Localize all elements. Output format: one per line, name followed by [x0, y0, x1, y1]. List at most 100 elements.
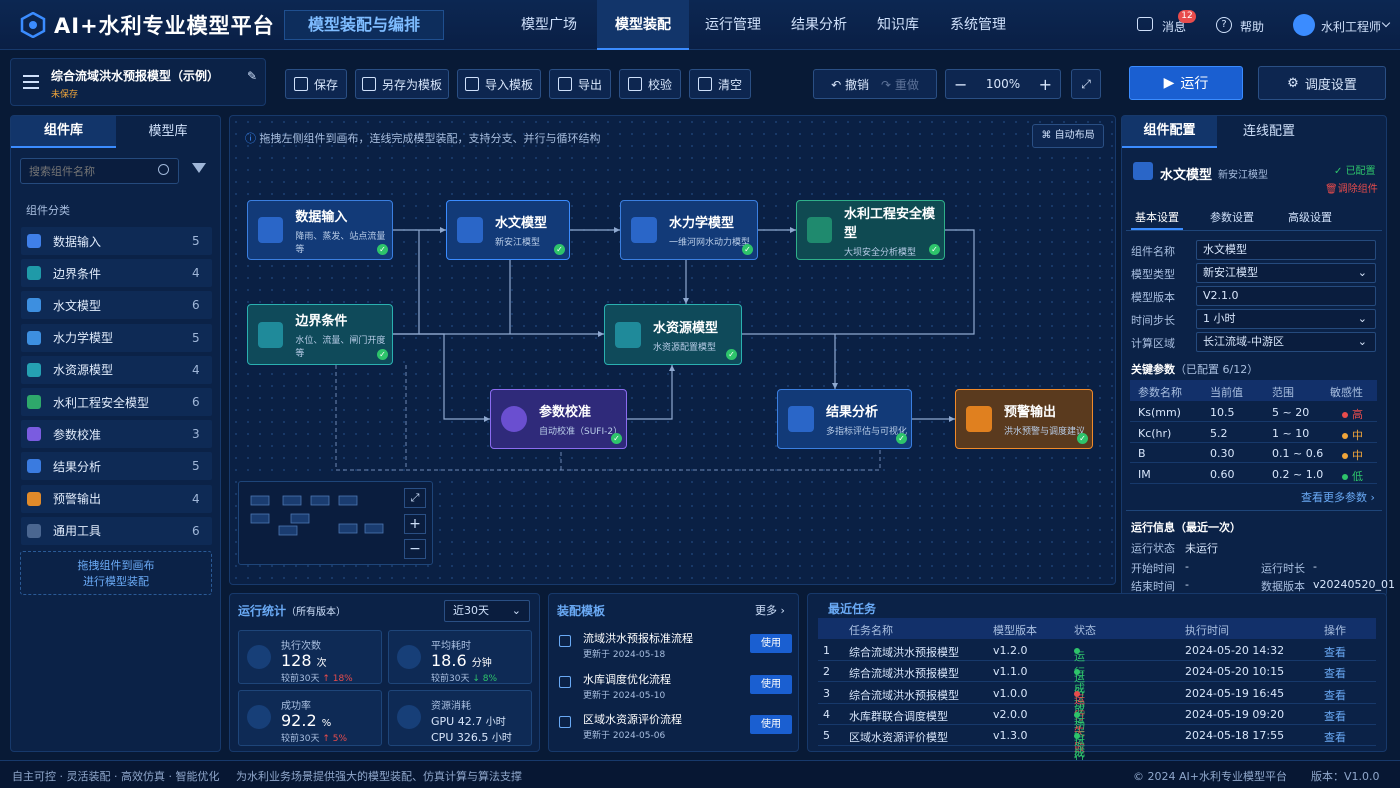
export-button[interactable]: 导出: [549, 69, 611, 99]
dispatch-settings-button[interactable]: ⚙调度设置: [1258, 66, 1386, 100]
import-template-button[interactable]: 导入模板: [457, 69, 541, 99]
minimap-zoom-out-button[interactable]: −: [404, 539, 426, 559]
chevron-down-icon: ⌄: [1357, 266, 1367, 279]
subtab-basic[interactable]: 基本设置: [1131, 208, 1183, 230]
tab-link-config[interactable]: 连线配置: [1242, 124, 1295, 139]
edit-icon[interactable]: ✎: [247, 69, 258, 83]
node-result-analysis[interactable]: 结果分析多指标评估与可视化 ✓: [777, 389, 912, 449]
category-item[interactable]: 通用工具 6: [21, 516, 212, 545]
nav-model-assembly[interactable]: 模型装配: [597, 0, 689, 50]
help-icon[interactable]: ?: [1216, 17, 1232, 33]
zoom-in-button[interactable]: +: [1038, 74, 1052, 94]
node-data-input[interactable]: 数据输入降雨、蒸发、站点流量等 ✓: [247, 200, 393, 260]
minimap[interactable]: ⤢ + −: [238, 481, 433, 565]
filter-icon[interactable]: [192, 163, 206, 173]
tab-component-config[interactable]: 组件配置: [1122, 116, 1217, 148]
category-item[interactable]: 数据输入 5: [21, 227, 212, 255]
category-icon: [27, 362, 41, 377]
node-warning-output[interactable]: 预警输出洪水预警与调度建议 ✓: [955, 389, 1093, 449]
footer-version: 版本：V1.0.0: [1311, 770, 1380, 783]
minimap-fit-button[interactable]: ⤢: [404, 488, 426, 508]
tab-component-library[interactable]: 组件库: [11, 116, 116, 148]
field-input[interactable]: 水文模型: [1196, 240, 1376, 260]
redo-button[interactable]: ↷ 重做: [881, 77, 919, 92]
trash-icon: 🗑: [1325, 184, 1338, 195]
node-hydraulic-model[interactable]: 水力学模型一维河网水动力模型 ✓: [620, 200, 758, 260]
fit-screen-button[interactable]: ⤢: [1071, 69, 1101, 99]
more-params-link[interactable]: 查看更多参数 ›: [1301, 491, 1375, 504]
node-calibration[interactable]: 参数校准自动校准（SUFI-2） ✓: [490, 389, 627, 449]
view-link[interactable]: 查看: [1324, 731, 1346, 745]
view-link[interactable]: 查看: [1324, 667, 1346, 681]
nav-model-plaza[interactable]: 模型广场: [521, 17, 577, 33]
view-link[interactable]: 查看: [1324, 709, 1346, 723]
use-template-button[interactable]: 使用: [750, 674, 792, 694]
save-template-button[interactable]: 另存为模板: [355, 69, 449, 99]
avatar[interactable]: [1293, 14, 1315, 36]
view-link[interactable]: 查看: [1324, 688, 1346, 702]
category-item[interactable]: 水力学模型 5: [21, 323, 212, 352]
play-icon: ▶: [1163, 75, 1175, 91]
nav-system-management[interactable]: 系统管理: [950, 17, 1006, 33]
list-icon[interactable]: [23, 75, 39, 89]
tab-model-library[interactable]: 模型库: [148, 124, 188, 139]
validate-button[interactable]: 校验: [619, 69, 681, 99]
search-input[interactable]: [20, 158, 179, 184]
check-circle-icon: [247, 705, 271, 729]
trash-icon: [697, 77, 712, 91]
field-input[interactable]: 1 小时⌄: [1196, 309, 1376, 329]
footer-slogan: 自主可控 · 灵活装配 · 高效仿真 · 智能优化: [12, 770, 220, 783]
field-input[interactable]: V2.1.0: [1196, 286, 1376, 306]
view-link[interactable]: 查看: [1324, 646, 1346, 659]
nav-knowledge-base[interactable]: 知识库: [877, 17, 919, 33]
use-template-button[interactable]: 使用: [750, 715, 792, 734]
range-select[interactable]: 近30天⌄: [444, 600, 530, 622]
auto-layout-button[interactable]: ⌘ 自动布局: [1032, 124, 1104, 148]
status-dot: [1074, 711, 1080, 718]
message-icon[interactable]: [1137, 17, 1153, 31]
category-icon: [27, 298, 41, 313]
nav-result-analysis[interactable]: 结果分析: [791, 17, 847, 33]
end-time: -: [1185, 578, 1189, 591]
nav-run-management[interactable]: 运行管理: [705, 17, 761, 33]
category-item[interactable]: 边界条件 4: [21, 259, 212, 288]
shield-icon: [807, 217, 832, 243]
field-input[interactable]: 新安江模型⌄: [1196, 263, 1376, 283]
undo-button[interactable]: ↶ 撤销: [831, 77, 869, 92]
help-label[interactable]: 帮助: [1240, 20, 1265, 34]
remove-component-button[interactable]: 🗑调除组件: [1325, 184, 1378, 195]
comp-type: 新安江模型: [1218, 170, 1268, 181]
category-item[interactable]: 预警输出 4: [21, 484, 212, 513]
message-label[interactable]: 消息: [1162, 20, 1187, 34]
table-row: 5 区域水资源评价模型 v1.3.0 运行成功 2024-05-18 17:55…: [818, 725, 1376, 788]
save-button[interactable]: 保存: [285, 69, 347, 99]
run-button[interactable]: ▶运行: [1129, 66, 1243, 100]
category-item[interactable]: 水资源模型 4: [21, 355, 212, 384]
target-icon: [501, 406, 527, 432]
subtab-advanced[interactable]: 高级设置: [1288, 211, 1332, 224]
category-item[interactable]: 水利工程安全模型 6: [21, 388, 212, 416]
template-item: 区域水资源评价流程 更新于 2024-05-06 使用: [555, 706, 792, 744]
node-water-resource[interactable]: 水资源模型水资源配置模型 ✓: [604, 304, 742, 365]
field-input[interactable]: 长江流域-中游区⌄: [1196, 332, 1376, 352]
table-row: 4 水库群联合调度模型 v2.0.0 运行成功 2024-05-19 09:20…: [818, 704, 1376, 775]
user-name[interactable]: 水利工程师: [1321, 20, 1382, 34]
comp-name: 水文模型: [1160, 168, 1213, 183]
templates-more-link[interactable]: 更多 ›: [755, 604, 785, 617]
category-item[interactable]: 水文模型 6: [21, 291, 212, 320]
template-item: 水库调度优化流程 更新于 2024-05-10 使用: [555, 666, 792, 704]
node-hydro-model[interactable]: 水文模型新安江模型 ✓: [446, 200, 570, 260]
subtab-params[interactable]: 参数设置: [1210, 211, 1254, 224]
use-template-button[interactable]: 使用: [750, 634, 792, 653]
start-time: -: [1185, 560, 1189, 573]
category-item[interactable]: 参数校准 3: [21, 420, 212, 449]
zoom-out-button[interactable]: −: [954, 74, 968, 94]
minimap-zoom-in-button[interactable]: +: [404, 514, 426, 534]
check-icon: ✓: [1077, 433, 1088, 444]
category-item[interactable]: 结果分析 5: [21, 452, 212, 481]
check-icon: ✓: [742, 244, 753, 255]
clear-button[interactable]: 清空: [689, 69, 751, 99]
node-boundary[interactable]: 边界条件水位、流量、闸门开度等 ✓: [247, 304, 393, 365]
tasks-title: 最近任务: [828, 602, 877, 616]
node-safety-model[interactable]: 水利工程安全模型大坝安全分析模型 ✓: [796, 200, 945, 260]
